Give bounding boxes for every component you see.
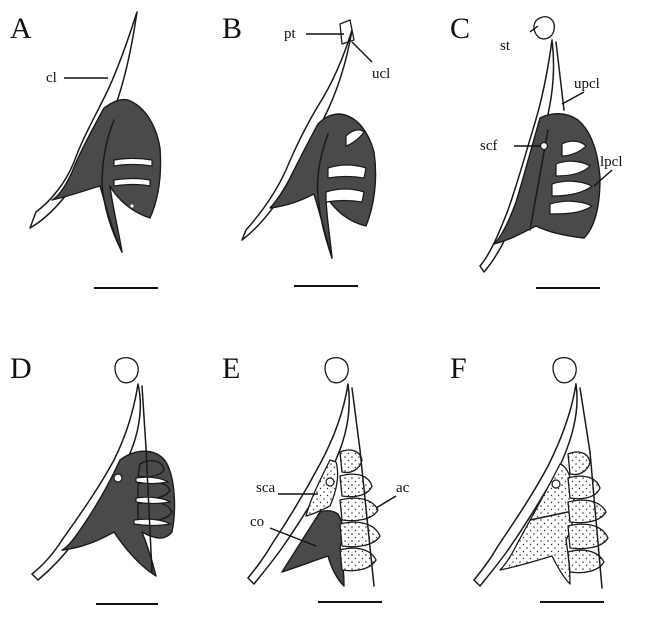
fenestra-lower xyxy=(114,179,150,187)
label-upcl: upcl xyxy=(574,76,600,92)
label-st: st xyxy=(500,38,511,54)
radial-4 xyxy=(568,524,608,549)
coracoid xyxy=(282,511,344,586)
upper-postcleithrum-line xyxy=(580,388,590,452)
fenestra-upper xyxy=(114,159,152,167)
supratemporal xyxy=(534,17,554,39)
panel-letter-f: F xyxy=(450,352,467,385)
panel-e: E sca ac co xyxy=(222,352,410,602)
supracoracoid-foramen xyxy=(541,143,548,150)
foramen-dot xyxy=(130,204,133,207)
label-cl: cl xyxy=(46,70,57,86)
leader-ac xyxy=(376,496,396,508)
label-sca: sca xyxy=(256,480,275,496)
radial-1 xyxy=(568,452,590,474)
radial-2 xyxy=(568,476,600,499)
panel-c: C st upcl scf lpcl xyxy=(450,12,623,288)
radial-3 xyxy=(340,498,378,521)
supracoracoid-foramen xyxy=(114,474,122,482)
panel-letter-b: B xyxy=(222,12,242,45)
supratemporal xyxy=(553,358,576,383)
leader-upcl xyxy=(562,92,584,104)
scapulocoracoid xyxy=(500,464,574,584)
panel-b: B pt ucl xyxy=(222,12,390,286)
radial-3 xyxy=(568,500,606,523)
scapula xyxy=(306,460,338,516)
label-pt: pt xyxy=(284,26,297,42)
label-scf: scf xyxy=(480,138,498,154)
supratemporal xyxy=(325,358,348,383)
panel-a: A cl xyxy=(10,12,161,288)
radial-2 xyxy=(340,474,372,497)
upper-postcleithrum-line xyxy=(556,42,564,110)
label-ac: ac xyxy=(396,480,410,496)
leader-ucl xyxy=(352,42,372,62)
radial-1 xyxy=(138,461,164,477)
panel-letter-a: A xyxy=(10,12,32,45)
fenestra-middle xyxy=(328,165,366,178)
label-ucl: ucl xyxy=(372,66,390,82)
label-lpcl: lpcl xyxy=(600,154,623,170)
supracoracoid-foramen xyxy=(552,480,560,488)
panel-letter-e: E xyxy=(222,352,240,385)
panel-letter-d: D xyxy=(10,352,32,385)
radial-1 xyxy=(340,450,362,472)
label-co: co xyxy=(250,514,264,530)
supracoracoid-foramen xyxy=(326,478,334,486)
panel-letter-c: C xyxy=(450,12,470,45)
upper-postcleithrum-line xyxy=(352,388,360,450)
radial-4 xyxy=(340,522,380,547)
upper-postcleithrum-line xyxy=(142,386,146,448)
panel-f: F xyxy=(450,352,608,602)
supratemporal xyxy=(115,358,138,383)
panel-d: D xyxy=(10,352,174,604)
fenestra-lower xyxy=(326,189,364,202)
